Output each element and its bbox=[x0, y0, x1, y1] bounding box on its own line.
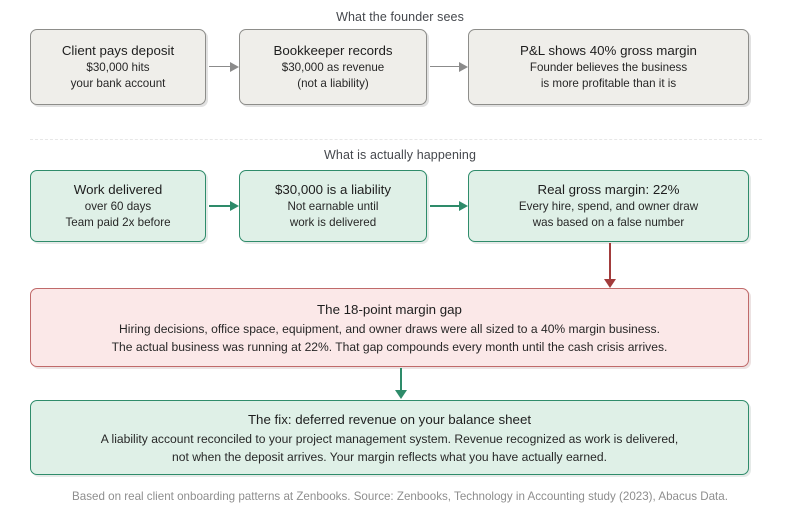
arrow-shaft bbox=[430, 205, 460, 207]
box-work-delivered: Work delivered over 60 days Team paid 2x… bbox=[30, 170, 206, 242]
arrow-shaft bbox=[209, 66, 231, 68]
arrow-head bbox=[604, 279, 616, 288]
box-client-pays-deposit: Client pays deposit $30,000 hits your ba… bbox=[30, 29, 206, 105]
box-line: $30,000 as revenue bbox=[281, 61, 385, 74]
box-heading: The 18-point margin gap bbox=[317, 302, 462, 317]
arrow-head bbox=[395, 390, 407, 399]
arrow-shaft bbox=[400, 368, 402, 392]
arrow-head bbox=[230, 200, 239, 211]
box-line: (not a liability) bbox=[297, 77, 369, 90]
arrow-shaft bbox=[609, 243, 611, 281]
box-the-fix: The fix: deferred revenue on your balanc… bbox=[30, 400, 749, 475]
box-line: over 60 days bbox=[84, 200, 152, 213]
box-line: your bank account bbox=[70, 77, 166, 90]
arrow-head bbox=[230, 61, 239, 72]
box-heading: Bookkeeper records bbox=[273, 43, 393, 58]
footer-source-note: Based on real client onboarding patterns… bbox=[72, 490, 728, 503]
box-heading: Real gross margin: 22% bbox=[537, 182, 680, 197]
box-heading: P&L shows 40% gross margin bbox=[520, 43, 697, 58]
box-bookkeeper-records: Bookkeeper records $30,000 as revenue (n… bbox=[239, 29, 427, 105]
arrow-deposit-to-bookkeeper bbox=[209, 61, 239, 73]
section-divider bbox=[30, 139, 762, 140]
arrow-head bbox=[459, 61, 468, 72]
box-line: Founder believes the business bbox=[529, 61, 688, 74]
box-heading: Client pays deposit bbox=[61, 43, 175, 58]
arrow-bookkeeper-to-pl bbox=[430, 61, 468, 73]
arrow-head bbox=[459, 200, 468, 211]
arrow-work-to-liability bbox=[209, 200, 239, 212]
arrow-margin-to-gap bbox=[603, 243, 617, 289]
arrow-shaft bbox=[209, 205, 231, 207]
arrow-liability-to-margin bbox=[430, 200, 468, 212]
box-line: was based on a false number bbox=[532, 216, 685, 229]
box-pl-gross-margin: P&L shows 40% gross margin Founder belie… bbox=[468, 29, 749, 105]
box-line: Not earnable until bbox=[287, 200, 379, 213]
box-line: work is delivered bbox=[289, 216, 377, 229]
box-real-gross-margin: Real gross margin: 22% Every hire, spend… bbox=[468, 170, 749, 242]
box-heading: The fix: deferred revenue on your balanc… bbox=[247, 412, 532, 427]
box-heading: Work delivered bbox=[73, 182, 163, 197]
box-line: The actual business was running at 22%. … bbox=[111, 340, 668, 354]
box-liability: $30,000 is a liability Not earnable unti… bbox=[239, 170, 427, 242]
box-line: Hiring decisions, office space, equipmen… bbox=[119, 322, 660, 336]
box-line: Every hire, spend, and owner draw bbox=[518, 200, 699, 213]
arrow-gap-to-fix bbox=[394, 368, 408, 401]
box-line: $30,000 hits bbox=[86, 61, 150, 74]
box-line: is more profitable than it is bbox=[540, 77, 677, 90]
arrow-shaft bbox=[430, 66, 460, 68]
box-margin-gap: The 18-point margin gap Hiring decisions… bbox=[30, 288, 749, 367]
box-line: A liability account reconciled to your p… bbox=[100, 432, 679, 446]
box-line: not when the deposit arrives. Your margi… bbox=[172, 450, 607, 464]
box-line: Team paid 2x before bbox=[65, 216, 171, 229]
section-title-actual: What is actually happening bbox=[324, 148, 476, 162]
section-title-founder: What the founder sees bbox=[336, 10, 464, 24]
box-heading: $30,000 is a liability bbox=[274, 182, 392, 197]
